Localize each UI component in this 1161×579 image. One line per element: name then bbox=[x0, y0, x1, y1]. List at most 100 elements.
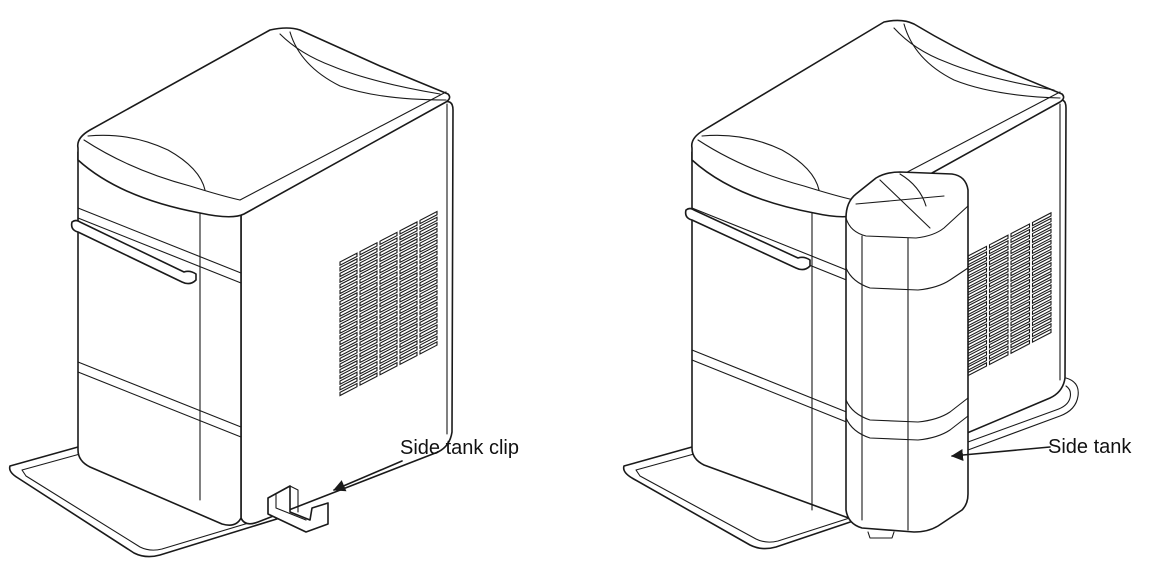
vent-slot bbox=[359, 298, 378, 313]
vent-slot bbox=[1031, 228, 1052, 244]
vent-slot bbox=[399, 345, 418, 360]
vent-slot bbox=[339, 382, 358, 397]
vent-slot bbox=[359, 321, 378, 336]
vent-grille bbox=[339, 210, 438, 397]
vent-slot bbox=[399, 294, 418, 309]
vent-slot bbox=[988, 295, 1009, 310]
vent-slot bbox=[1031, 261, 1052, 277]
vent-slot bbox=[359, 343, 378, 358]
vent-slot bbox=[1031, 272, 1052, 288]
vent-slot bbox=[1010, 267, 1031, 283]
vent-slot bbox=[988, 345, 1009, 360]
vent-slot bbox=[379, 333, 398, 348]
vent-slot bbox=[339, 274, 358, 289]
vent-slot bbox=[399, 266, 418, 281]
vent-slot bbox=[379, 231, 398, 246]
vent-slot bbox=[419, 244, 438, 259]
vent-slot bbox=[359, 326, 378, 341]
vent-slot bbox=[399, 289, 418, 303]
vent-slot bbox=[988, 239, 1009, 255]
vent-slot bbox=[339, 371, 358, 386]
vent-slot bbox=[1031, 250, 1052, 266]
vent-slot bbox=[379, 259, 398, 274]
vent-slot bbox=[359, 281, 378, 296]
vent-slot bbox=[379, 288, 398, 302]
vent-slot bbox=[419, 255, 438, 270]
vent-slot bbox=[399, 317, 418, 332]
front-handle bbox=[70, 219, 197, 285]
vent-slot bbox=[399, 311, 418, 326]
vent-slot bbox=[1031, 217, 1052, 233]
vent-slot bbox=[339, 291, 358, 306]
vent-slot bbox=[359, 247, 378, 262]
vent-slot bbox=[379, 361, 398, 376]
vent-slot bbox=[1031, 306, 1052, 321]
vent-slot bbox=[1010, 322, 1031, 338]
vent-slot bbox=[1031, 239, 1052, 255]
vent-slot bbox=[1031, 284, 1052, 299]
vent-slot bbox=[399, 300, 418, 315]
vent-slot bbox=[1031, 322, 1052, 338]
vent-slot bbox=[419, 284, 438, 299]
vent-slot bbox=[379, 248, 398, 263]
vent-slot bbox=[379, 299, 398, 314]
vent-slot bbox=[379, 282, 398, 297]
side-tank-clip bbox=[267, 485, 329, 533]
vent-slot bbox=[1031, 300, 1052, 316]
vent-slot bbox=[399, 249, 418, 264]
vent-slot bbox=[1010, 300, 1031, 316]
vent-slot bbox=[1031, 317, 1052, 332]
vent-slot bbox=[339, 325, 358, 340]
vent-slot bbox=[399, 277, 418, 292]
vent-slot bbox=[359, 270, 378, 285]
vent-slot bbox=[399, 260, 418, 275]
vent-slot bbox=[419, 301, 438, 316]
vent-slot bbox=[399, 351, 418, 366]
vent-slot bbox=[419, 238, 438, 253]
vent-slot bbox=[359, 315, 378, 330]
vent-slot bbox=[419, 250, 438, 265]
vent-slot bbox=[419, 340, 438, 355]
vent-slot bbox=[1010, 250, 1031, 266]
vent-slot bbox=[1010, 228, 1031, 244]
vent-slot bbox=[1031, 234, 1052, 249]
vent-slot bbox=[988, 262, 1009, 277]
vent-slot bbox=[1010, 234, 1031, 249]
vent-slot bbox=[988, 323, 1009, 338]
vent-slot bbox=[1031, 278, 1052, 294]
vent-slot bbox=[988, 250, 1009, 266]
top-lid bbox=[76, 27, 451, 218]
vent-slot bbox=[359, 309, 378, 324]
vent-slot bbox=[1031, 211, 1052, 227]
vent-slot bbox=[419, 318, 438, 333]
vent-slot bbox=[339, 263, 358, 278]
vent-slot bbox=[1010, 273, 1031, 288]
vent-slot bbox=[419, 295, 438, 310]
vent-slot bbox=[1010, 317, 1031, 333]
unit-without-side-tank: Side tank clip bbox=[8, 27, 519, 558]
vent-slot bbox=[339, 365, 358, 380]
vent-slot bbox=[419, 289, 438, 304]
vent-slot bbox=[359, 287, 378, 302]
vent-slot bbox=[339, 331, 358, 346]
vent-slot bbox=[988, 273, 1009, 288]
vent-slot bbox=[339, 257, 358, 272]
vent-slot bbox=[1031, 295, 1052, 310]
vent-slot bbox=[419, 210, 438, 225]
vent-slot bbox=[1010, 334, 1031, 349]
vent-slot bbox=[1031, 223, 1052, 238]
vent-slot bbox=[339, 269, 358, 284]
vent-slot bbox=[359, 338, 378, 353]
base-plate bbox=[8, 446, 281, 558]
vent-slot bbox=[1031, 245, 1052, 260]
vent-slot bbox=[419, 261, 438, 276]
vent-slot bbox=[339, 308, 358, 323]
vent-slot bbox=[359, 258, 378, 273]
vent-grille bbox=[967, 211, 1052, 377]
vent-slot bbox=[988, 311, 1009, 327]
vent-slot bbox=[1010, 245, 1031, 260]
vent-slot bbox=[359, 372, 378, 387]
vent-slot bbox=[339, 348, 358, 363]
vent-slot bbox=[988, 234, 1009, 249]
vent-slot bbox=[399, 226, 418, 241]
